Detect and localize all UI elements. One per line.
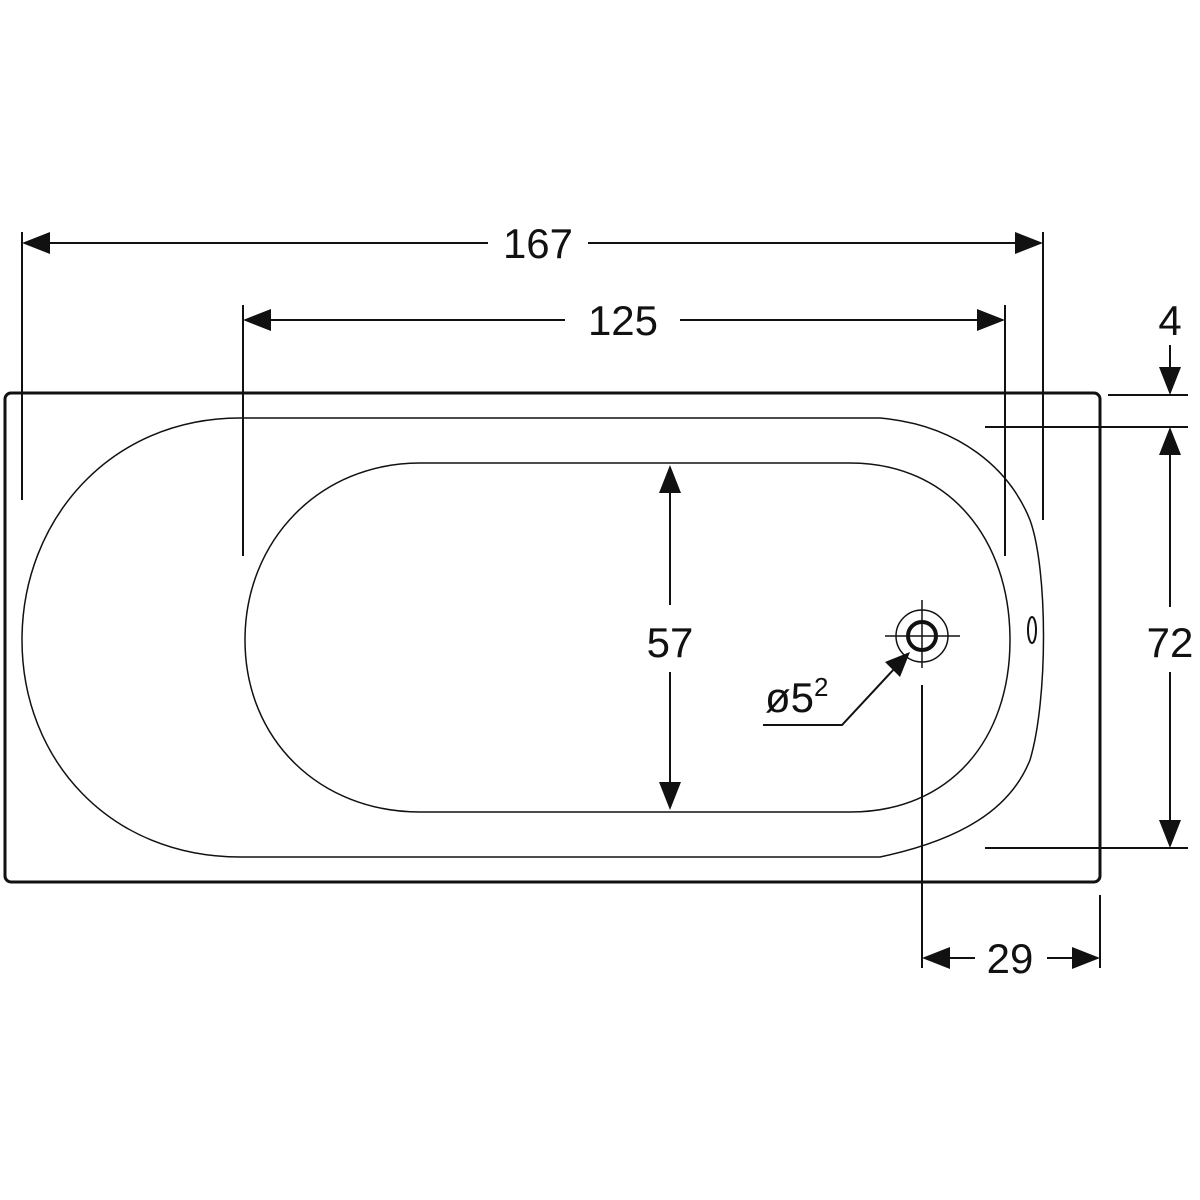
dimension-overall-width: 72	[985, 427, 1194, 849]
tub-outer-outline	[3, 391, 1102, 884]
dimension-label-125: 125	[588, 297, 658, 344]
dimension-label-drain-diameter: ø52	[765, 672, 828, 721]
dimension-label-57: 57	[647, 619, 694, 666]
dimension-inner-width: 57	[647, 465, 694, 810]
dimension-inner-length: 125	[242, 297, 1006, 556]
dimension-overall-length: 167	[21, 220, 1044, 520]
dimension-drain-to-edge: 29	[922, 895, 1101, 982]
dimension-label-29: 29	[987, 935, 1034, 982]
drain-icon	[885, 600, 960, 968]
tub-basin-outline	[244, 462, 1011, 813]
dimension-rim-offset: 4	[985, 297, 1188, 428]
overflow-icon	[1027, 616, 1037, 644]
dimension-label-72: 72	[1147, 619, 1194, 666]
dimension-label-4: 4	[1158, 297, 1181, 344]
dimension-drain-diameter: ø52	[763, 652, 910, 726]
tub-rim-outline	[21, 417, 1045, 858]
dimension-label-167: 167	[503, 220, 573, 267]
